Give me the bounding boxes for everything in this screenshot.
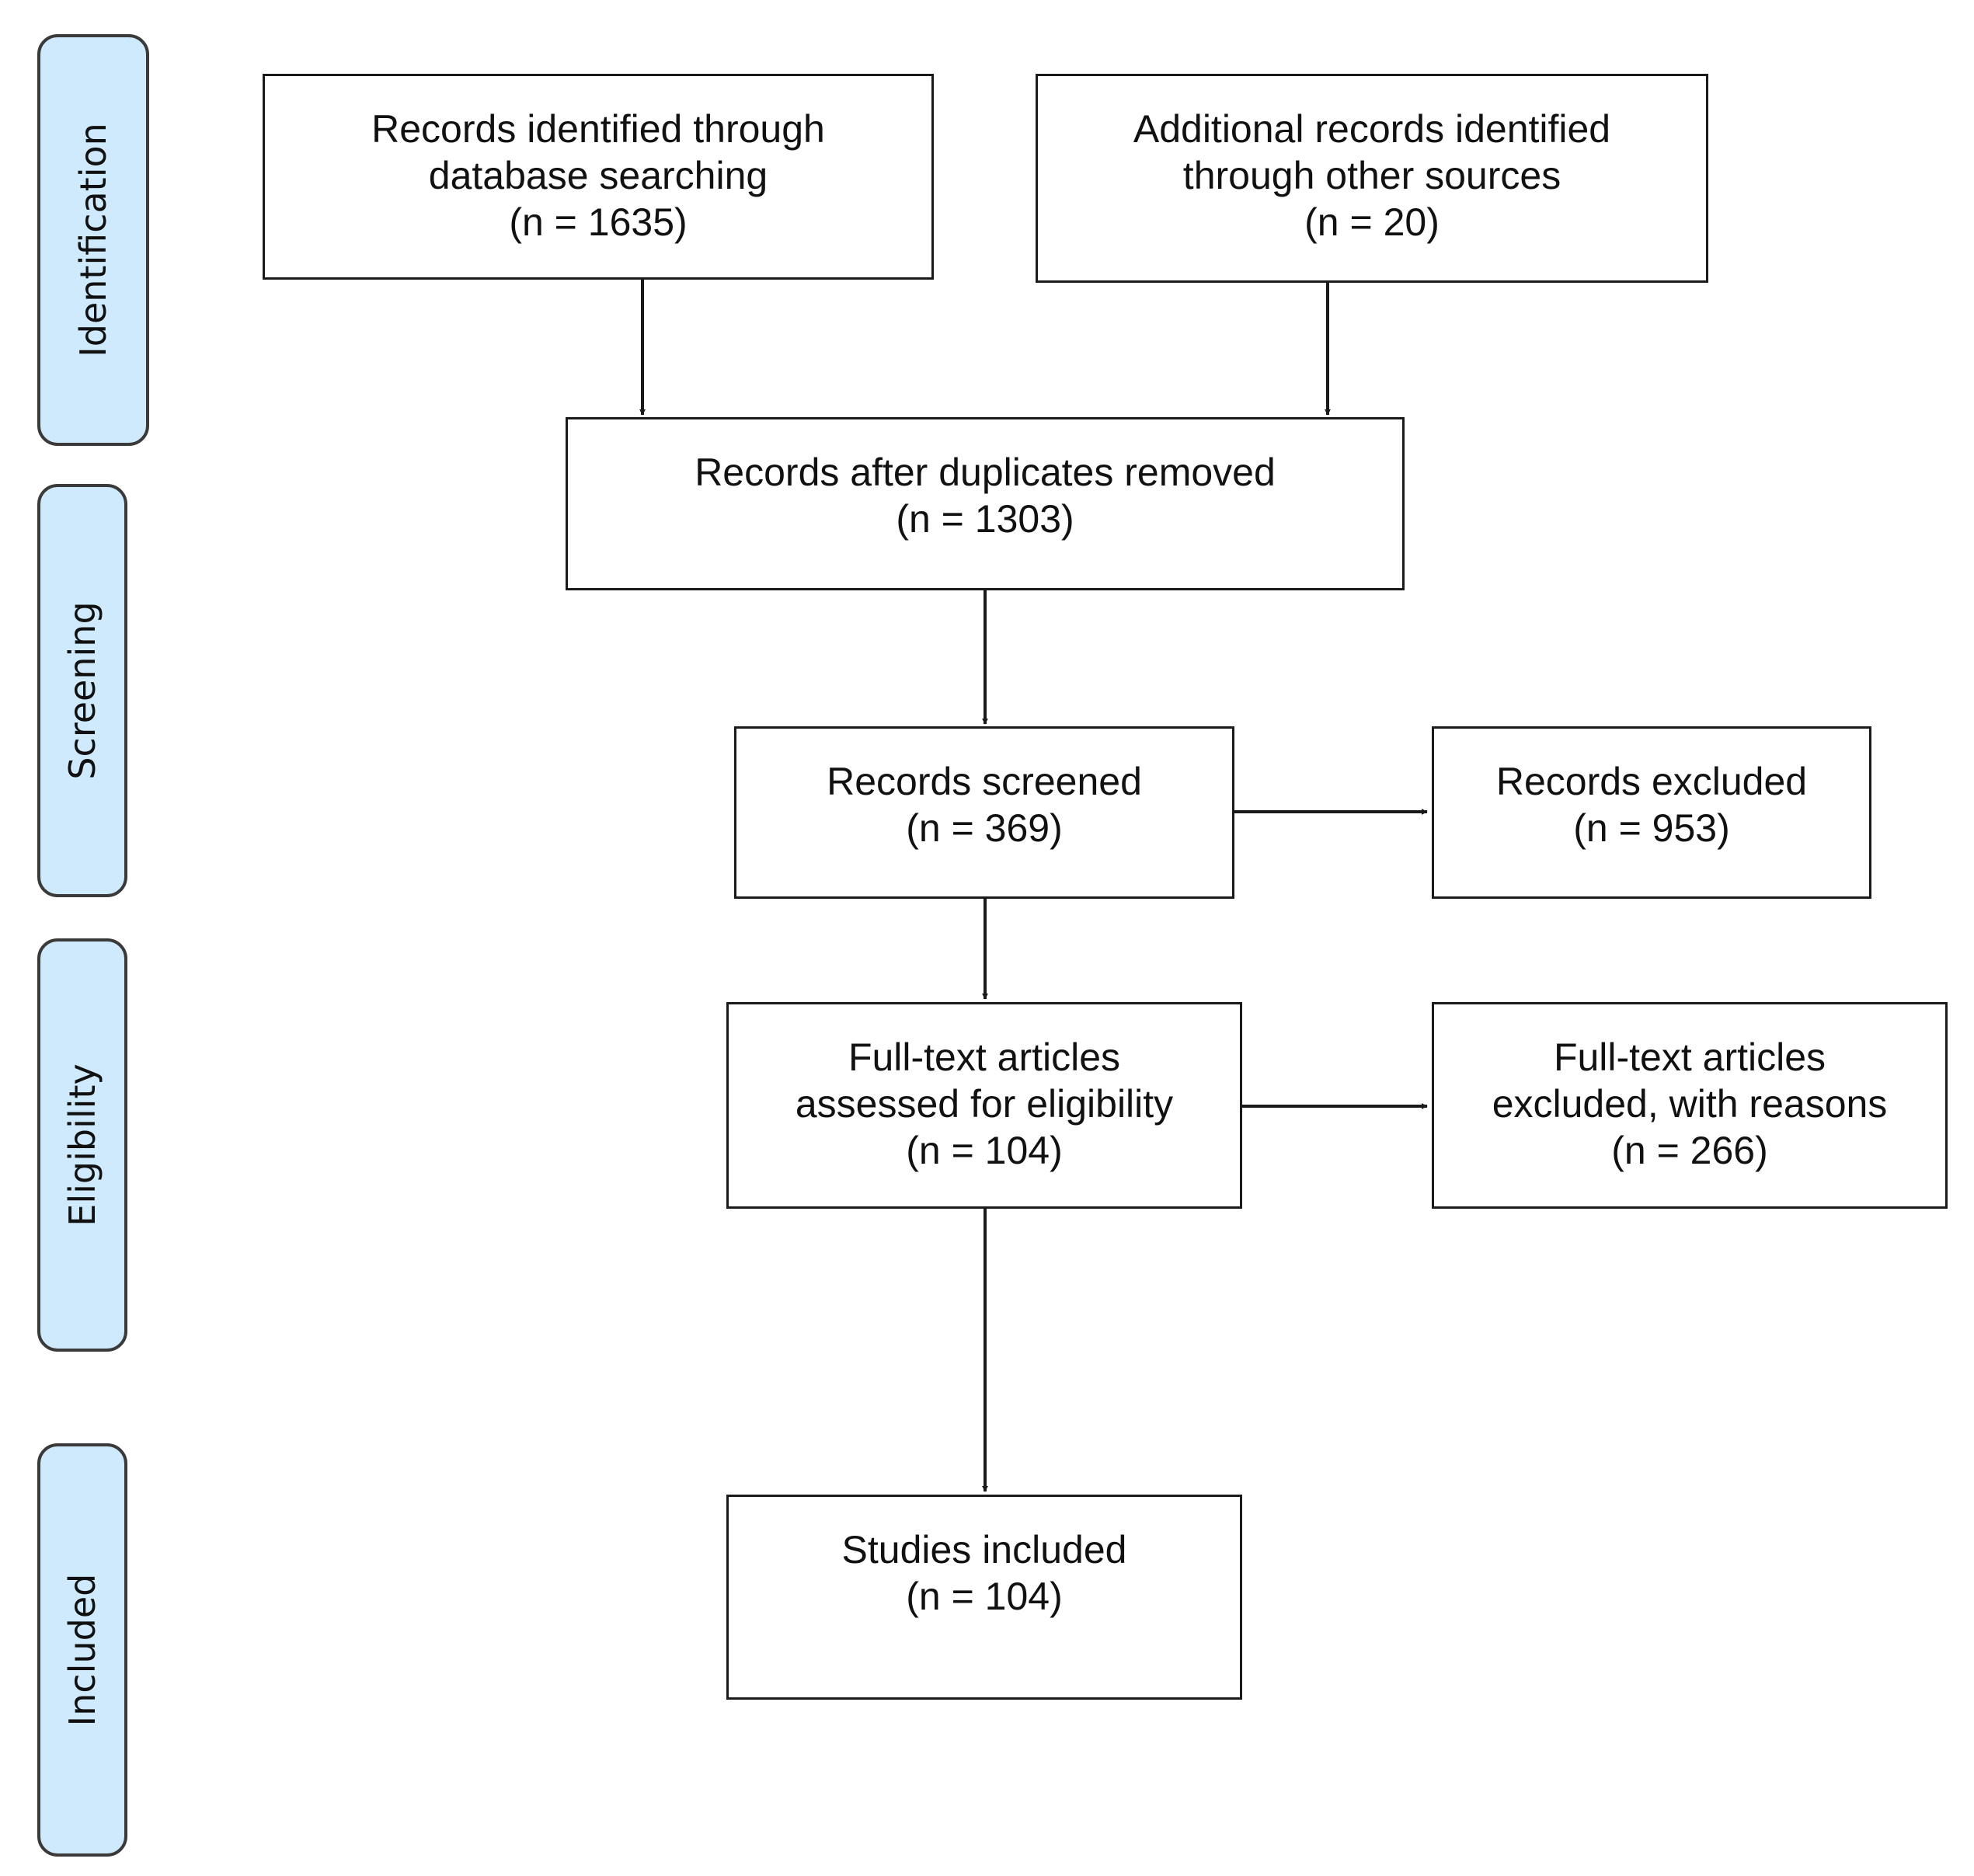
box-text: assessed for eligibility <box>795 1082 1174 1126</box>
box-fulltext-assessed: Full-text articles assessed for eligibil… <box>726 1002 1242 1209</box>
box-other-sources: Additional records identified through ot… <box>1036 74 1708 283</box>
box-count: (n = 104) <box>906 1575 1063 1618</box>
box-text: Records screened <box>827 760 1142 803</box>
box-after-duplicates: Records after duplicates removed (n = 13… <box>566 417 1405 590</box>
box-text: through other sources <box>1182 154 1561 197</box>
box-count: (n = 20) <box>1304 200 1440 244</box>
box-text: database searching <box>428 154 768 197</box>
box-text: excluded, with reasons <box>1492 1082 1888 1126</box>
box-count: (n = 104) <box>906 1129 1063 1172</box>
box-text: Records after duplicates removed <box>695 451 1276 494</box>
box-count: (n = 1635) <box>509 200 688 244</box>
box-fulltext-excluded: Full-text articles excluded, with reason… <box>1432 1002 1948 1209</box>
box-text: Studies included <box>841 1528 1127 1571</box>
stage-screening: Screening <box>37 484 127 897</box>
box-count: (n = 953) <box>1573 806 1730 850</box>
box-count: (n = 369) <box>906 806 1063 850</box>
box-text: Records excluded <box>1495 760 1808 803</box>
box-records-excluded: Records excluded (n = 953) <box>1432 726 1871 899</box>
box-database-search: Records identified through database sear… <box>263 74 934 280</box>
box-records-screened: Records screened (n = 369) <box>734 726 1234 899</box>
stage-included: Included <box>37 1443 127 1857</box>
box-count: (n = 266) <box>1611 1129 1768 1172</box>
box-text: Full-text articles <box>848 1035 1121 1079</box>
box-text: Full-text articles <box>1553 1035 1826 1079</box>
box-studies-included: Studies included (n = 104) <box>726 1495 1242 1700</box>
stage-eligibility: Eligibility <box>37 938 127 1352</box>
box-text: Additional records identified <box>1133 107 1611 151</box>
box-count: (n = 1303) <box>896 497 1074 541</box>
stage-identification: Identification <box>37 34 149 446</box>
box-text: Records identified through <box>371 107 825 151</box>
